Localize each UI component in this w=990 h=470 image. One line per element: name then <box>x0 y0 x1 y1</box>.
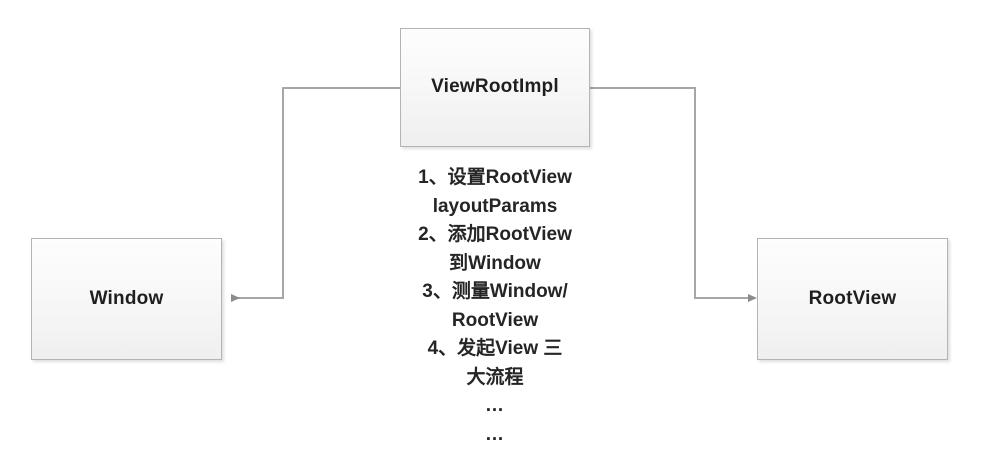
step-line-ellipsis: … <box>485 395 505 416</box>
node-viewrootimpl-label: ViewRootImpl <box>431 76 559 98</box>
node-rootview[interactable]: RootView <box>757 238 948 360</box>
connector-viewrootimpl-to-window <box>231 87 400 302</box>
step-line: RootView <box>451 309 539 331</box>
step-line: 3、测量Window/ <box>422 281 568 302</box>
step-line-ellipsis: … <box>485 423 505 445</box>
node-viewrootimpl[interactable]: ViewRootImpl <box>400 28 590 147</box>
node-window-label: Window <box>89 287 164 309</box>
step-line: layoutParams <box>432 195 558 217</box>
step-line: 1、设置RootView <box>418 167 572 188</box>
node-window[interactable]: Window <box>31 238 222 360</box>
step-line: 到Window <box>449 252 541 274</box>
steps-text-block: 1、设置RootView layoutParams 2、添加RootView 到… <box>380 164 610 449</box>
step-line: 2、添加RootView <box>418 224 572 245</box>
step-line: 4、发起View 三 <box>427 338 563 359</box>
connector-viewrootimpl-to-rootview <box>590 87 757 302</box>
node-rootview-label: RootView <box>808 287 897 309</box>
step-line: 大流程 <box>466 366 524 388</box>
